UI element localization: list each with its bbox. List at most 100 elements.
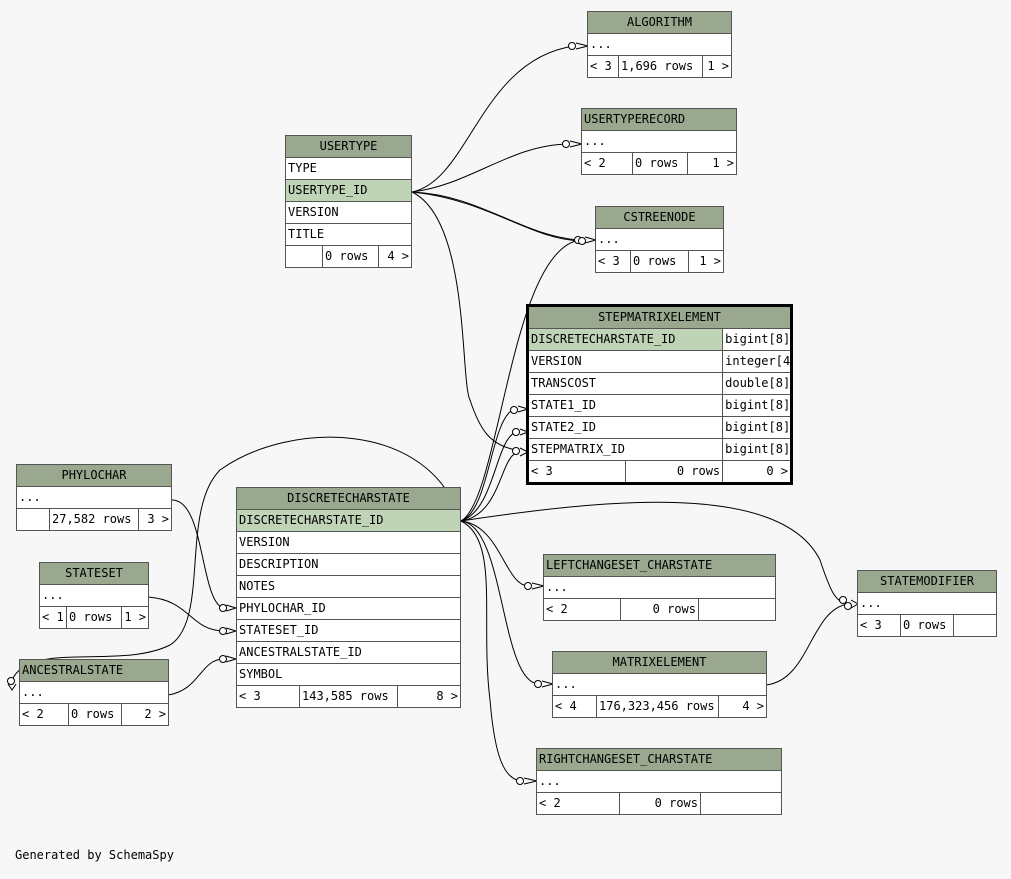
column-stateset-id: STATESET_ID	[236, 619, 461, 642]
table-discretecharstate[interactable]: DISCRETECHARSTATE DISCRETECHARSTATE_ID V…	[236, 487, 461, 708]
parents-count	[285, 245, 323, 268]
parents-count: < 3	[236, 685, 300, 708]
row-count: 1,696 rows	[618, 55, 703, 78]
row-count: 176,323,456 rows	[596, 695, 719, 718]
children-count: 3 >	[138, 508, 172, 531]
column-type: double[8]	[722, 372, 792, 395]
column-type: integer[4]	[722, 350, 792, 373]
children-count: 2 >	[121, 703, 169, 726]
column-version: VERSION	[526, 350, 724, 373]
edge-matrix-statemodifier	[765, 603, 849, 686]
edge-dcs-matrixelement	[460, 520, 539, 685]
children-count	[698, 598, 776, 621]
row-count: 0 rows	[68, 703, 122, 726]
row-count: 0 rows	[632, 152, 688, 175]
column-stepmatrix-id: STEPMATRIX_ID	[526, 438, 724, 461]
table-cstreenode[interactable]: CSTREENODE ... < 3 0 rows 1 >	[595, 206, 724, 273]
column-discretecharstate-id: DISCRETECHARSTATE_ID	[236, 509, 461, 532]
edge-usertype-usertyperecord	[411, 143, 569, 193]
table-ancestralstate[interactable]: ANCESTRALSTATE ... < 2 0 rows 2 >	[19, 659, 169, 726]
children-count	[953, 614, 997, 637]
table-header: LEFTCHANGESET_CHARSTATE	[543, 554, 776, 577]
table-header: CSTREENODE	[595, 206, 724, 229]
table-row: ...	[581, 130, 737, 153]
table-usertyperecord[interactable]: USERTYPERECORD ... < 2 0 rows 1 >	[581, 108, 737, 175]
table-leftchangeset-charstate[interactable]: LEFTCHANGESET_CHARSTATE ... < 2 0 rows	[543, 554, 776, 621]
edge-dcs-rightchangeset	[460, 520, 521, 782]
table-stateset[interactable]: STATESET ... < 1 0 rows 1 >	[39, 562, 149, 629]
edge-usertype-cstreenode-2	[411, 191, 583, 242]
table-row: ...	[595, 228, 724, 251]
parents-count: < 3	[526, 460, 627, 484]
parents-count	[16, 508, 50, 531]
table-matrixelement[interactable]: MATRIXELEMENT ... < 4 176,323,456 rows 4…	[551, 651, 768, 718]
edge-dcs-stepmatrix	[460, 452, 517, 522]
edge-usertype-stepmatrix	[411, 191, 517, 451]
edge-usertype-algorithm	[411, 45, 575, 193]
column-notes: NOTES	[236, 575, 461, 598]
edge-dcs-state1	[460, 408, 515, 522]
children-count: 8 >	[397, 685, 461, 708]
table-row: ...	[536, 770, 782, 793]
edge-dcs-state2	[460, 431, 517, 522]
column-description: DESCRIPTION	[236, 553, 461, 576]
edge-dcs-ancestral-loop	[11, 436, 462, 681]
table-phylochar[interactable]: PHYLOCHAR ... 27,582 rows 3 >	[16, 464, 172, 531]
table-header: STATESET	[39, 562, 149, 585]
edge-stateset-dcs	[147, 596, 224, 632]
table-header: PHYLOCHAR	[16, 464, 172, 487]
column-ancestralstate-id: ANCESTRALSTATE_ID	[236, 641, 461, 664]
edge-dcs-leftchangeset	[460, 520, 529, 587]
children-count: 4 >	[717, 695, 768, 718]
children-count	[700, 792, 782, 815]
table-row: ...	[19, 681, 169, 704]
parents-count: < 2	[581, 152, 633, 175]
table-header: USERTYPE	[285, 135, 412, 158]
parents-count: < 2	[19, 703, 69, 726]
table-row: ...	[16, 486, 172, 509]
edge-dcs-cstreenode	[460, 239, 581, 522]
edge-ancestral-dcs	[167, 658, 224, 696]
column-symbol: SYMBOL	[236, 663, 461, 686]
generated-by-footer: Generated by SchemaSpy	[15, 848, 174, 862]
table-algorithm[interactable]: ALGORITHM ... < 3 1,696 rows 1 >	[587, 11, 732, 78]
table-row: ...	[587, 33, 732, 56]
column-usertype-id: USERTYPE_ID	[285, 179, 412, 202]
edge-dcs-statemodifier	[460, 501, 844, 603]
children-count: 1 >	[121, 606, 149, 629]
parents-count: < 3	[595, 250, 631, 273]
table-rightchangeset-charstate[interactable]: RIGHTCHANGESET_CHARSTATE ... < 2 0 rows	[536, 748, 782, 815]
table-row: ...	[543, 576, 776, 599]
row-count: 0 rows	[66, 606, 122, 629]
table-row: ...	[39, 584, 149, 607]
row-count: 143,585 rows	[299, 685, 398, 708]
table-header: USERTYPERECORD	[581, 108, 737, 131]
column-version: VERSION	[236, 531, 461, 554]
table-statemodifier[interactable]: STATEMODIFIER ... < 3 0 rows	[857, 570, 997, 637]
table-header: MATRIXELEMENT	[551, 651, 768, 674]
edge-phylochar-dcs	[171, 499, 224, 609]
table-stepmatrixelement[interactable]: STEPMATRIXELEMENT DISCRETECHARSTATE_ID b…	[526, 304, 793, 485]
column-transcost: TRANSCOST	[526, 372, 724, 395]
table-header: STATEMODIFIER	[857, 570, 997, 593]
column-type: bigint[8]	[722, 394, 792, 417]
children-count: 1 >	[688, 250, 724, 273]
parents-count: < 4	[552, 695, 597, 718]
column-type: TYPE	[285, 157, 412, 180]
table-row: ...	[551, 673, 768, 696]
column-type: bigint[8]	[722, 438, 792, 461]
table-usertype[interactable]: USERTYPE TYPE USERTYPE_ID VERSION TITLE …	[285, 135, 412, 268]
table-header: ANCESTRALSTATE	[19, 659, 169, 682]
column-title: TITLE	[285, 223, 412, 246]
column-discretecharstate-id: DISCRETECHARSTATE_ID	[526, 328, 724, 351]
table-header: STEPMATRIXELEMENT	[527, 305, 792, 329]
column-version: VERSION	[285, 201, 412, 224]
row-count: 0 rows	[322, 245, 379, 268]
row-count: 0 rows	[619, 792, 701, 815]
column-phylochar-id: PHYLOCHAR_ID	[236, 597, 461, 620]
parents-count: < 1	[39, 606, 67, 629]
parents-count: < 3	[857, 614, 901, 637]
column-state1-id: STATE1_ID	[526, 394, 724, 417]
table-header: DISCRETECHARSTATE	[236, 487, 461, 510]
edge-usertype-cstreenode-1	[411, 191, 579, 241]
